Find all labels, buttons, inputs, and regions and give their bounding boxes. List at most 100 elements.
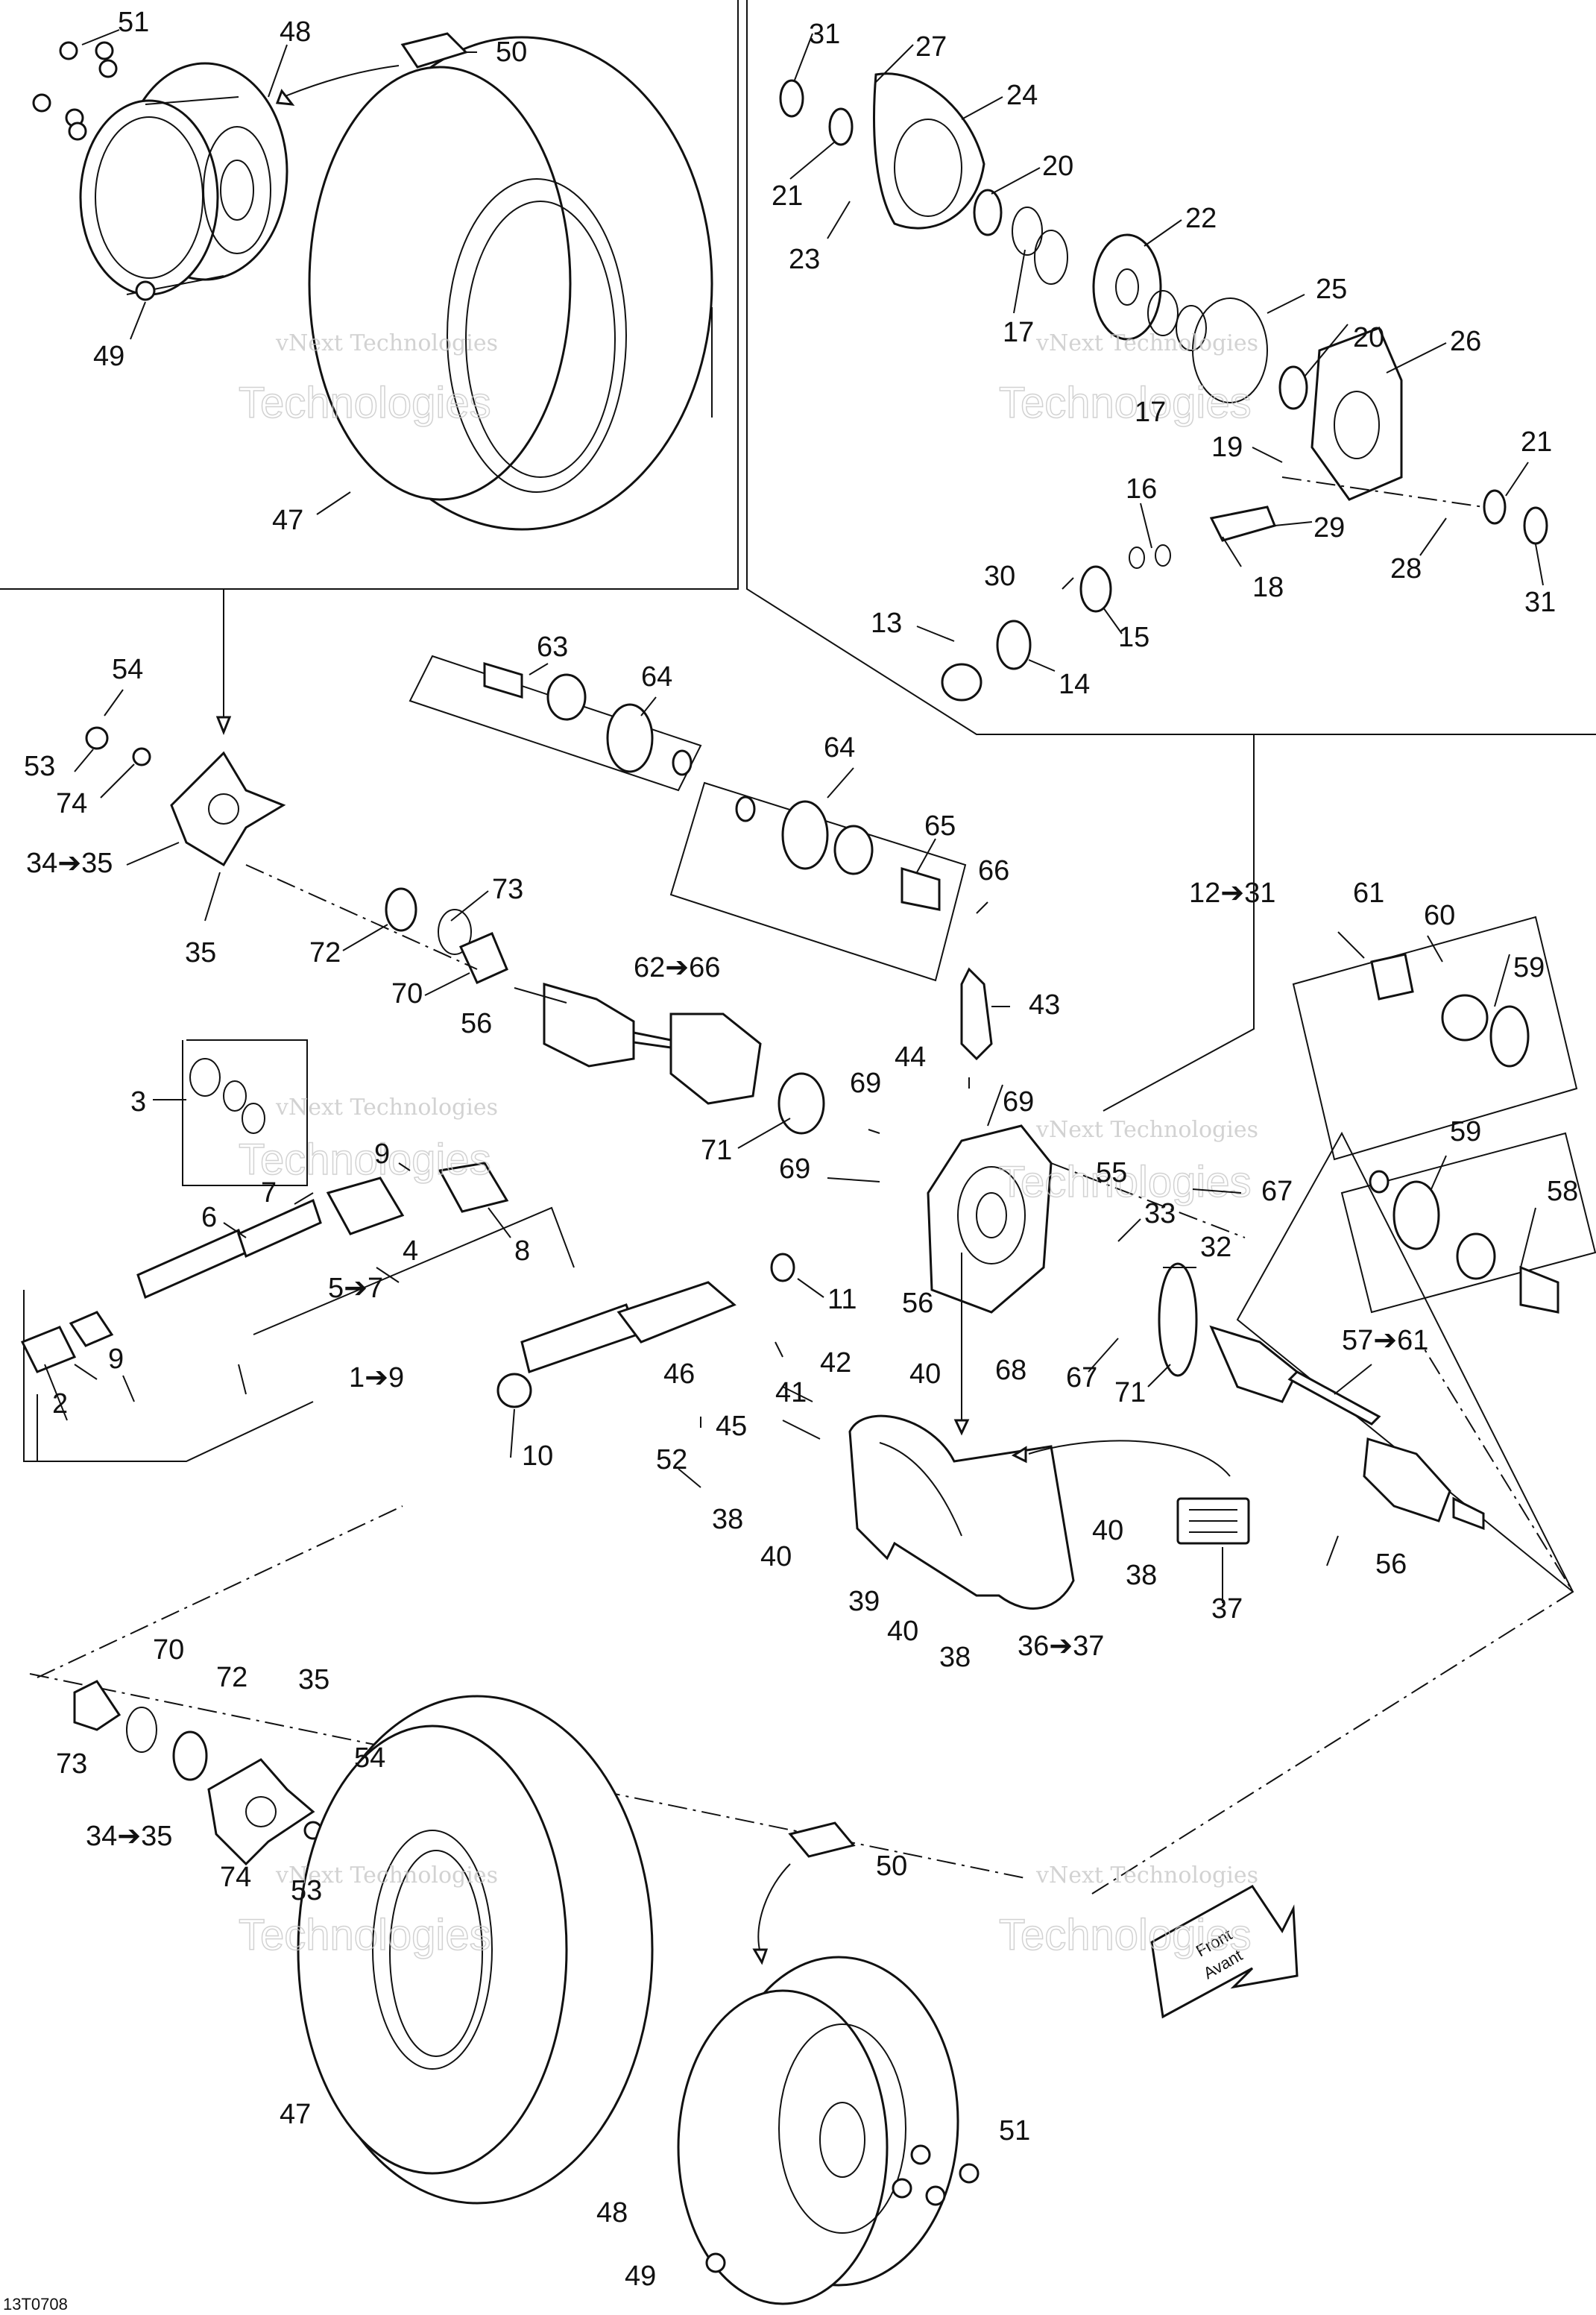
callout-19: 19: [1211, 432, 1243, 463]
callout-38: 38: [712, 1504, 743, 1535]
callout-32: 32: [1200, 1232, 1231, 1263]
callout-2: 2: [52, 1388, 68, 1420]
callout-59: 59: [1513, 952, 1545, 983]
callout-5-7: 5➔7: [328, 1273, 383, 1304]
callout-38: 38: [1126, 1560, 1157, 1591]
callout-36-37: 36➔37: [1018, 1631, 1104, 1662]
leader-lines: [44, 29, 1544, 1603]
wheel-nut-icon: [910, 2144, 931, 2165]
callout-71: 71: [1114, 1377, 1146, 1408]
callout-74: 74: [220, 1862, 251, 1893]
watermark: Technologies: [239, 1136, 491, 1184]
callout-67: 67: [1066, 1362, 1097, 1393]
callout-39: 39: [848, 1586, 880, 1617]
callout-67: 67: [1261, 1176, 1293, 1207]
callout-72: 72: [309, 937, 341, 968]
callout-17: 17: [1003, 317, 1034, 348]
watermark: vNext Technologies: [1035, 1862, 1258, 1889]
callout-56: 56: [1375, 1549, 1407, 1580]
callout-40: 40: [760, 1541, 792, 1572]
callout-10: 10: [522, 1440, 553, 1472]
callout-37: 37: [1211, 1593, 1243, 1625]
callout-53: 53: [291, 1875, 322, 1906]
callout-18: 18: [1252, 572, 1284, 603]
callout-70: 70: [391, 978, 423, 1010]
watermark: Technologies: [999, 379, 1252, 427]
half-shaft-right: [1209, 916, 1596, 1593]
watermark: vNext Technologies: [1035, 330, 1258, 356]
callout-20: 20: [1353, 322, 1384, 353]
callout-4: 4: [403, 1235, 418, 1267]
callout-29: 29: [1313, 512, 1345, 544]
front-direction-arrow: Front Avant: [1150, 1885, 1299, 2019]
watermark: vNext Technologies: [275, 330, 498, 356]
callout-55: 55: [1096, 1157, 1127, 1188]
callout-69: 69: [850, 1068, 881, 1099]
callout-35: 35: [298, 1664, 329, 1695]
callout-64: 64: [641, 661, 672, 693]
callout-73: 73: [492, 874, 523, 905]
callout-62-66: 62➔66: [634, 952, 720, 983]
callout-58: 58: [1547, 1176, 1578, 1207]
callout-23: 23: [789, 244, 820, 275]
differential-housing: [1310, 327, 1403, 501]
callout-24: 24: [1006, 80, 1038, 111]
callout-45: 45: [716, 1411, 747, 1442]
skid-plate-assembly: [848, 1414, 1250, 1610]
callout-30: 30: [984, 561, 1015, 592]
warning-label-icon: [788, 1821, 856, 1858]
callout-40: 40: [909, 1358, 941, 1390]
callout-17: 17: [1135, 397, 1166, 428]
callout-7: 7: [261, 1177, 277, 1209]
callout-56: 56: [461, 1008, 492, 1039]
callout-13: 13: [871, 608, 902, 639]
callout-20: 20: [1042, 151, 1073, 182]
callout-11: 11: [827, 1284, 857, 1315]
callout-22: 22: [1185, 203, 1217, 234]
pinion-gear: [1209, 505, 1277, 542]
callout-49: 49: [93, 341, 124, 372]
callout-12-31: 12➔31: [1189, 878, 1275, 909]
callout-labels: 51 48 50 49 47 31 27 24 21 20 22 23 17 1…: [3, 7, 1578, 2314]
drive-shaft-assembly: [20, 1058, 795, 1408]
callout-53: 53: [24, 751, 55, 782]
o-ring: [1192, 297, 1268, 403]
reference-code: 13T0708: [3, 2295, 68, 2314]
callout-69: 69: [1003, 1086, 1034, 1118]
callout-9: 9: [374, 1138, 390, 1170]
callout-15: 15: [1118, 622, 1149, 653]
callout-54: 54: [112, 654, 143, 685]
rim-front-edge: [79, 99, 219, 296]
callout-14: 14: [1059, 669, 1090, 700]
bearing-cover: [873, 72, 985, 230]
ring-gear: [1092, 233, 1162, 341]
callout-38: 38: [939, 1642, 971, 1673]
callout-3: 3: [130, 1086, 146, 1118]
front-differential-housing: [927, 1124, 1246, 1436]
callout-72: 72: [216, 1662, 247, 1693]
callout-59: 59: [1450, 1116, 1481, 1147]
callout-73: 73: [56, 1748, 87, 1780]
valve-stem-icon: [135, 280, 156, 301]
watermark: Technologies: [239, 1911, 491, 1959]
callout-48: 48: [596, 2197, 628, 2229]
valve-stem-icon: [705, 2252, 726, 2273]
callout-60: 60: [1424, 900, 1455, 931]
callout-40: 40: [1092, 1515, 1123, 1546]
callout-43: 43: [1029, 989, 1060, 1021]
upper-hub-assembly: [85, 726, 508, 984]
callout-56: 56: [902, 1288, 933, 1319]
callout-16: 16: [1126, 473, 1157, 505]
callout-51: 51: [118, 7, 149, 38]
callout-21: 21: [772, 180, 803, 212]
callout-26: 26: [1450, 326, 1481, 357]
watermark: vNext Technologies: [275, 1094, 498, 1121]
wheel-hub: [170, 751, 286, 867]
watermark: Technologies: [999, 1911, 1252, 1959]
callout-57-61: 57➔61: [1342, 1325, 1428, 1356]
callout-9: 9: [108, 1344, 124, 1375]
callout-6: 6: [201, 1202, 217, 1233]
hub-nut-icon: [85, 726, 109, 750]
callout-27: 27: [915, 31, 947, 63]
